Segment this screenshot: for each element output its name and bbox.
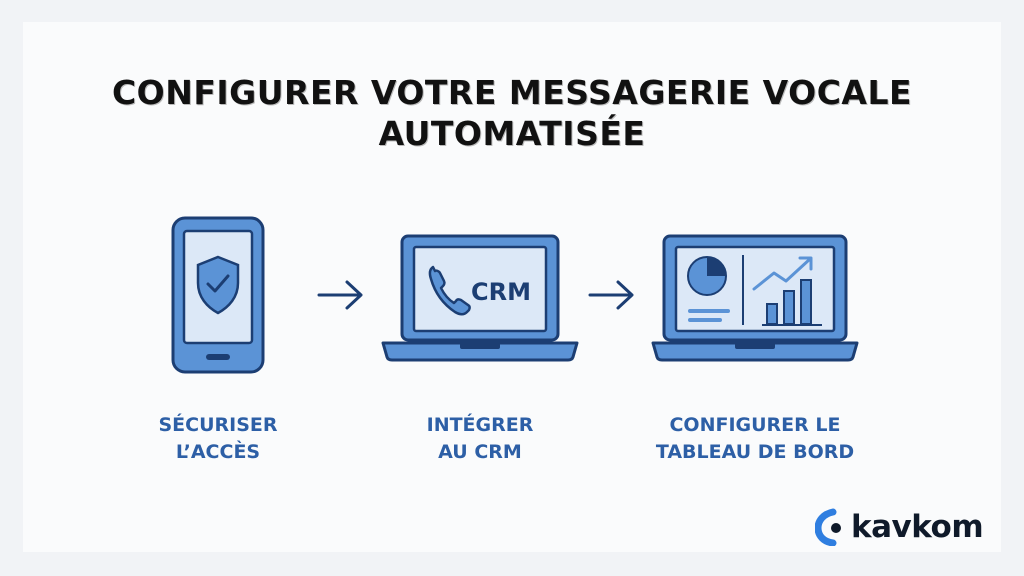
title-line-2: AUTOMATISÉE <box>378 114 646 153</box>
kavkom-logo: kavkom <box>815 505 984 549</box>
kavkom-logo-icon <box>815 508 841 546</box>
page-title: CONFIGURER VOTRE MESSAGERIE VOCALE AUTOM… <box>0 72 1024 154</box>
laptop-dashboard-icon <box>651 234 859 362</box>
step-label-secure-access: SÉCURISER L’ACCÈS <box>158 414 278 463</box>
step-label-configure-dashboard: CONFIGURER LE TABLEAU DE BORD <box>655 414 855 463</box>
laptop-crm-icon: CRM <box>381 234 579 362</box>
logo-text: kavkom <box>851 509 984 545</box>
arrow-right-icon <box>588 280 634 310</box>
step-label-integrate-crm: INTÉGRER AU CRM <box>426 414 534 463</box>
arrow-right-icon <box>317 280 363 310</box>
crm-screen-label: CRM <box>471 278 531 306</box>
title-line-1: CONFIGURER VOTRE MESSAGERIE VOCALE <box>111 73 913 112</box>
phone-shield-icon <box>171 216 265 374</box>
